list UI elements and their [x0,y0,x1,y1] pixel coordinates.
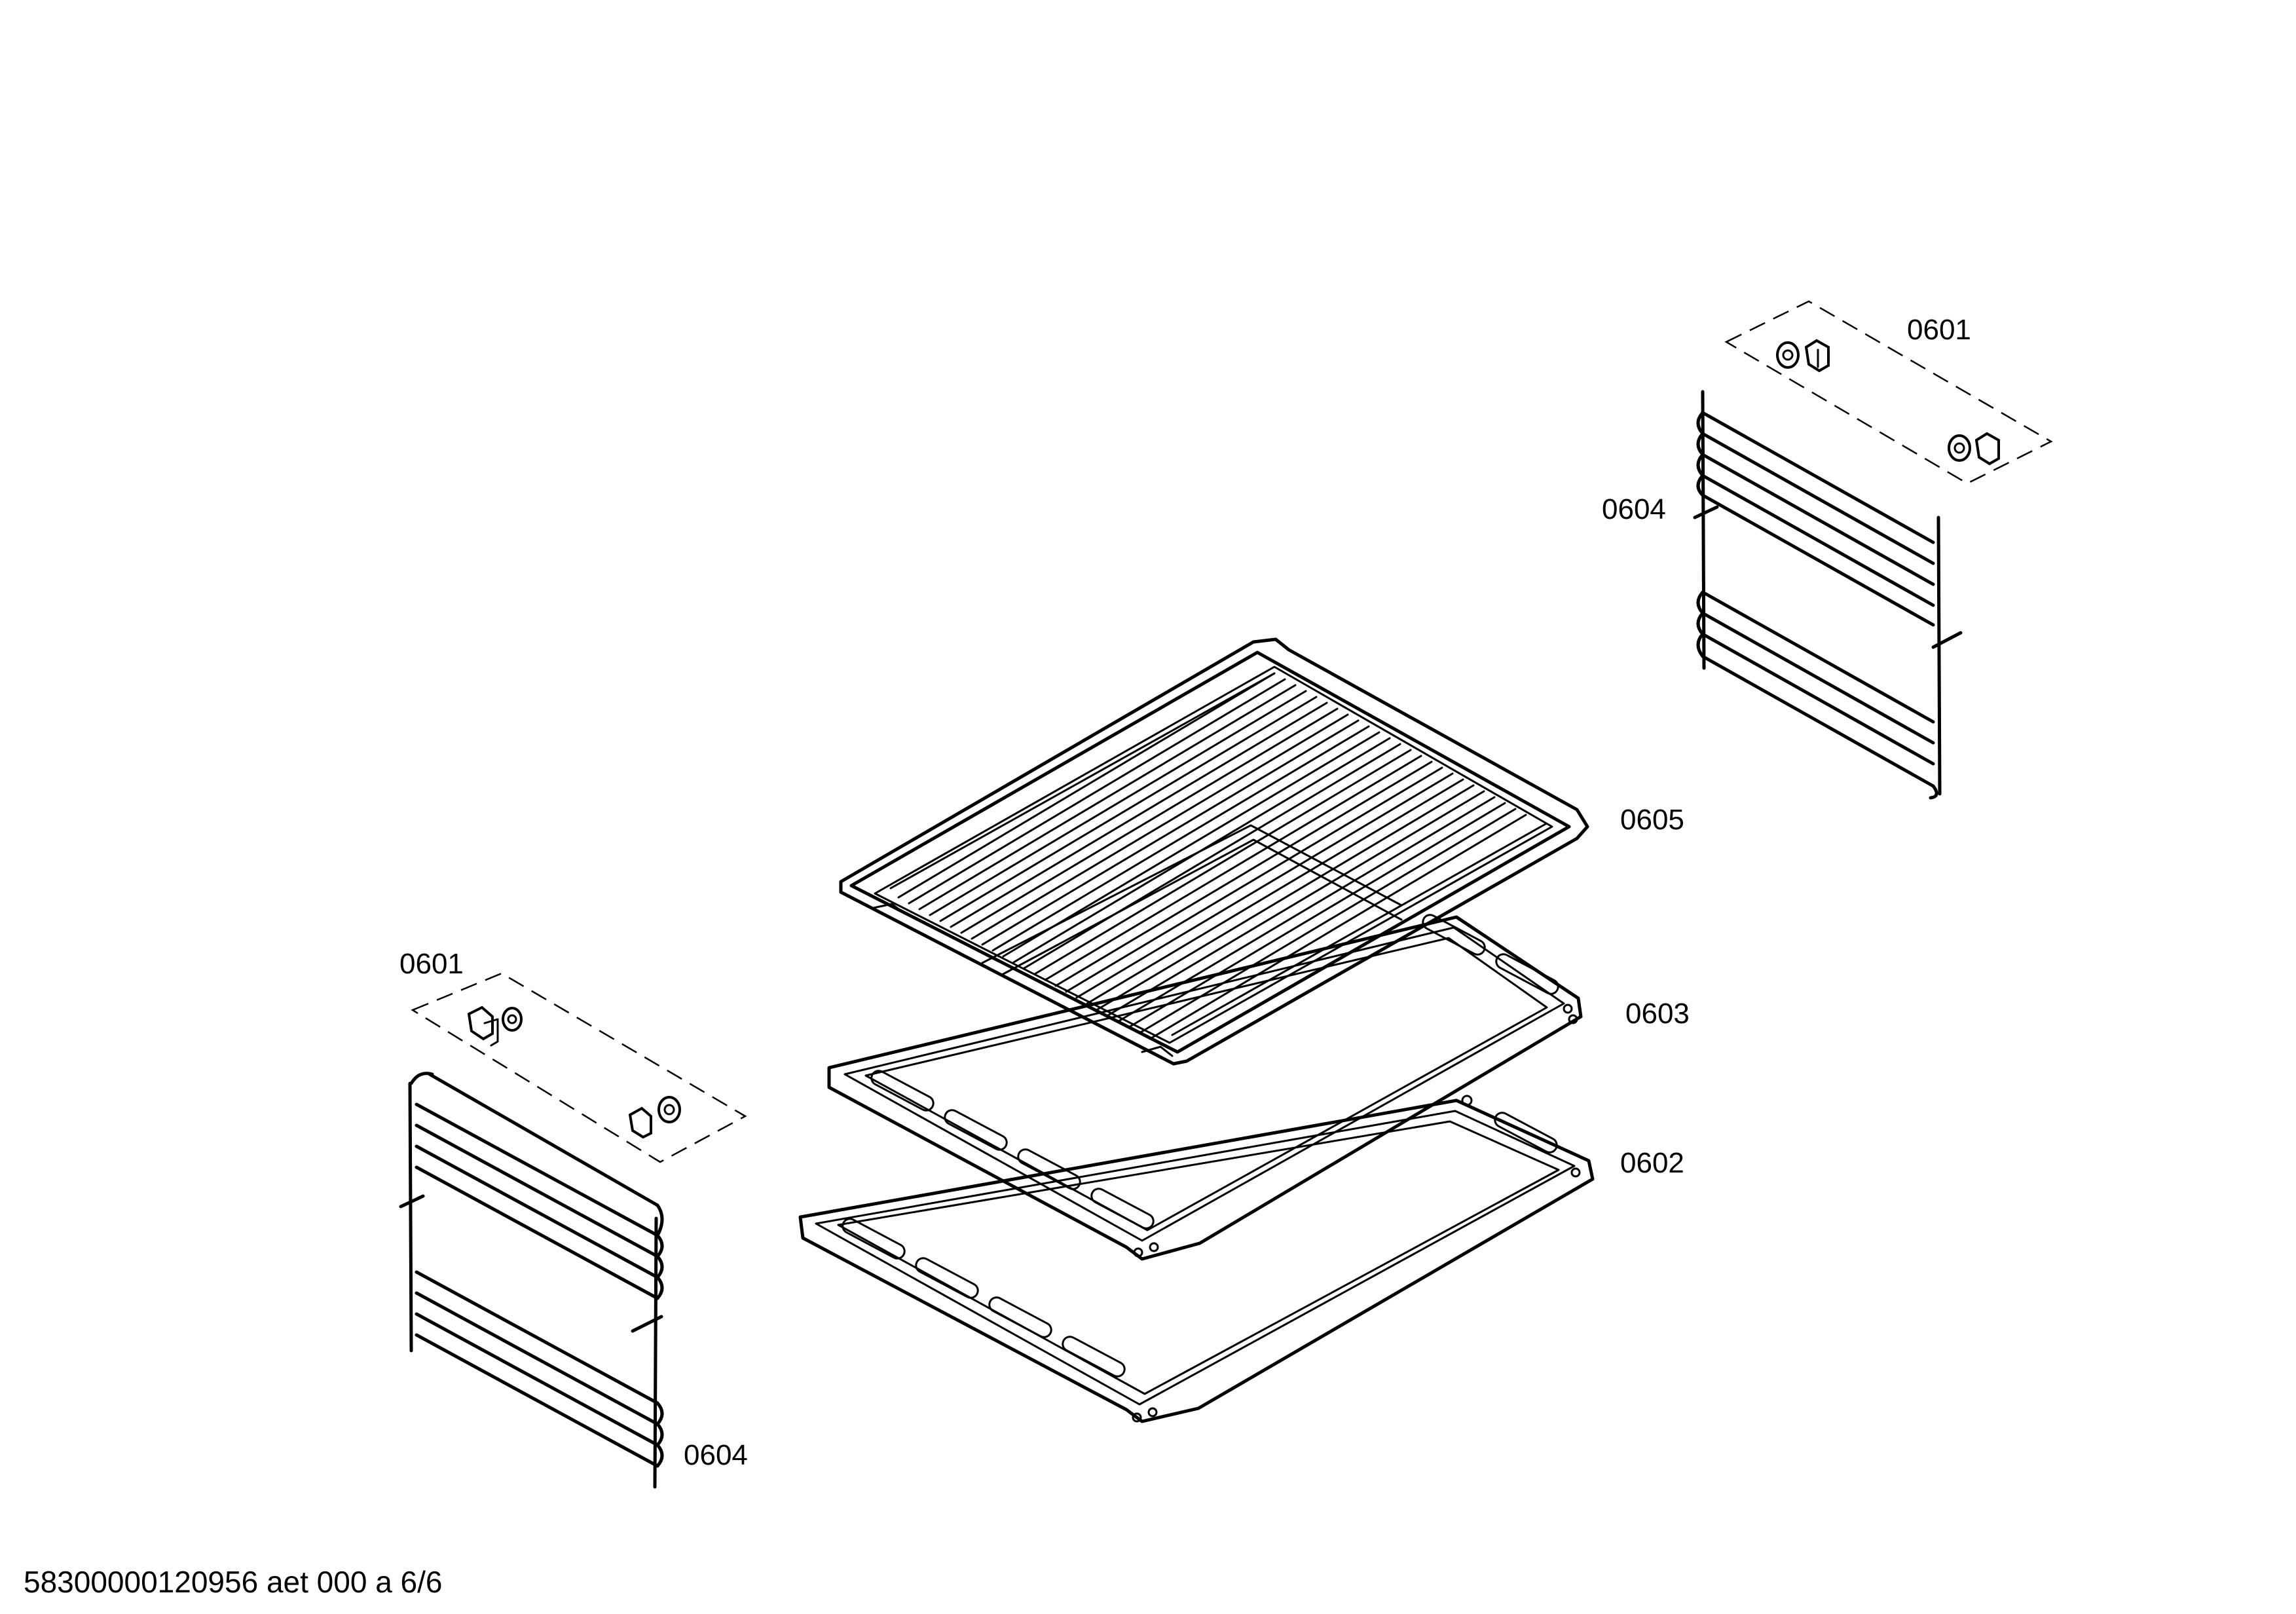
mounting-nut-icon [1776,341,1800,369]
mounting-clip-icon [1804,339,1830,373]
part-label-left-mounting-kit: 0601 [399,948,464,980]
part-label-upper-baking-tray: 0603 [1625,998,1690,1030]
part-label-lower-baking-tray: 0602 [1620,1147,1684,1179]
mounting-clip-icon [1974,432,2000,466]
part-label-grid-shelf: 0605 [1620,804,1684,836]
right-mounting-kit [1724,300,2053,485]
right-side-rail [1693,390,1963,800]
left-mounting-kit [411,972,747,1163]
mounting-clip-icon [628,1106,652,1139]
lower-baking-tray [798,1095,1595,1423]
tray-slot [870,914,1559,1229]
left-side-rail [399,1072,664,1489]
grid-shelf [839,637,1589,1066]
mounting-nut-icon [657,1096,681,1123]
mounting-clip-icon [467,1005,499,1047]
grid-shelf-bar [897,672,1527,1040]
tray-slot [842,1112,1558,1378]
drawing-reference-footer: 58300000120956 aet 000 a 6/6 [24,1565,443,1599]
part-label-right-side-rail: 0604 [1602,493,1666,525]
mounting-nut-icon [502,1007,523,1032]
part-label-right-mounting-kit: 0601 [1907,314,1971,346]
mounting-nut-icon [1948,434,1971,462]
upper-baking-tray [827,914,1583,1261]
part-label-left-side-rail: 0604 [684,1439,748,1471]
